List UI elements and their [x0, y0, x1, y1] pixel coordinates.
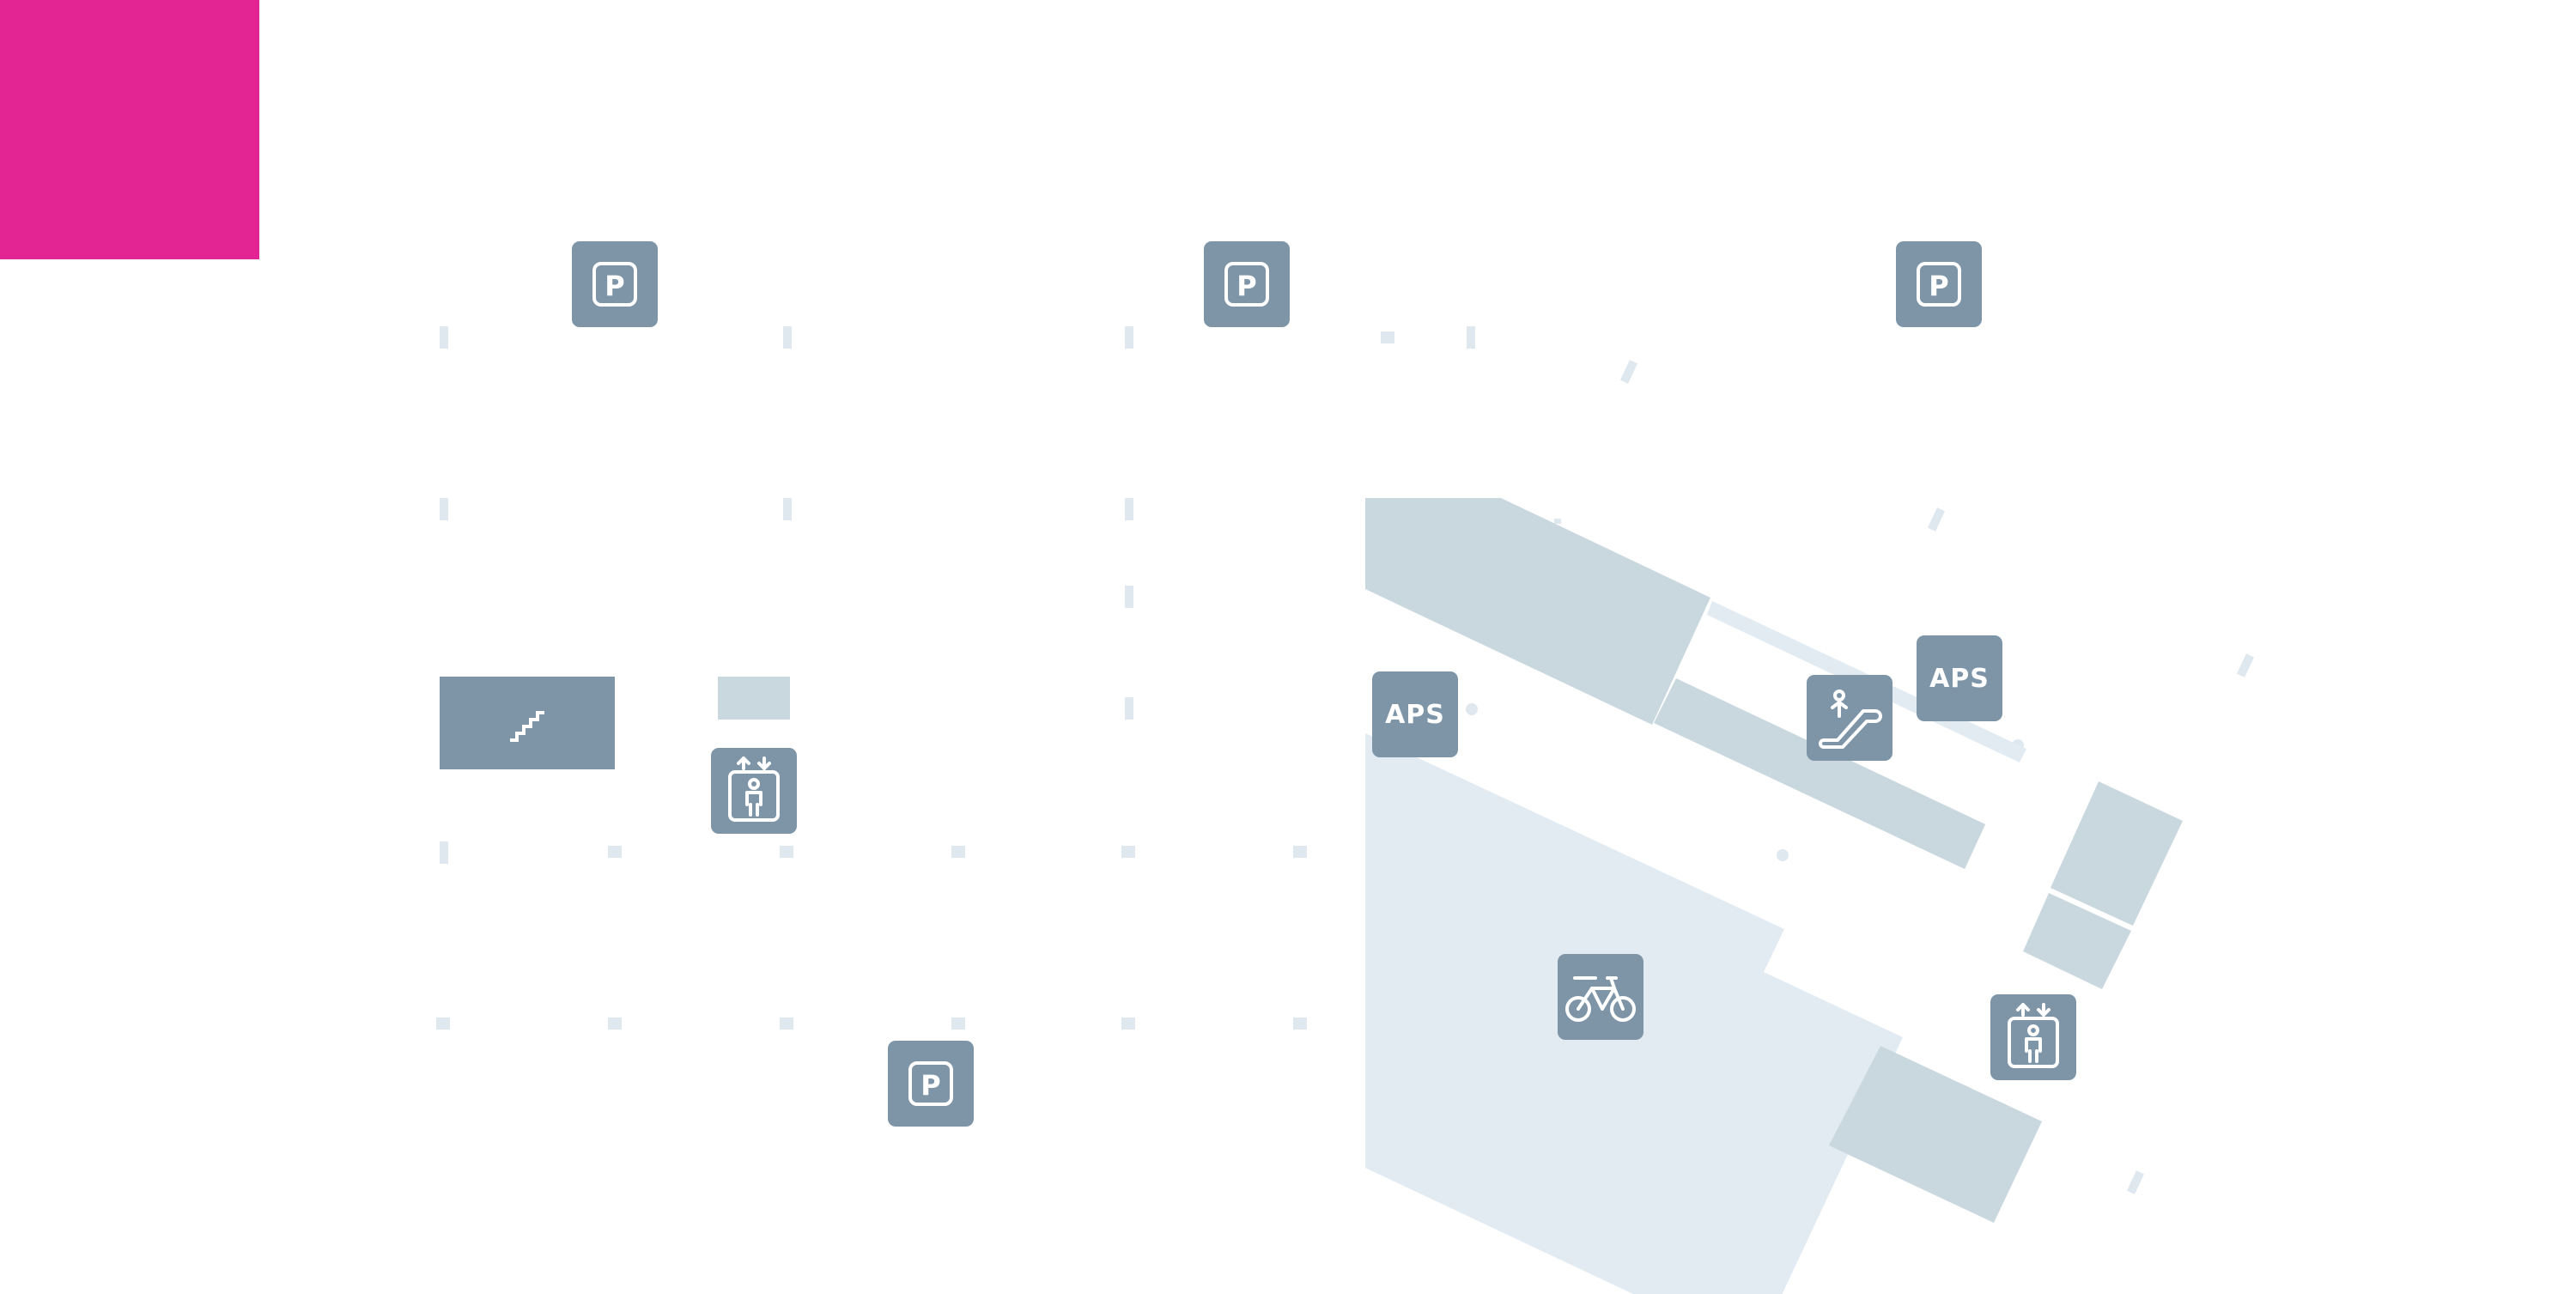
guide-dash — [1293, 1018, 1307, 1030]
parking-guides — [436, 326, 2255, 1194]
guide-dot — [1466, 703, 1478, 715]
guide-dash — [1121, 846, 1135, 858]
guide-dash — [440, 498, 448, 520]
area-bottom-right-block — [1829, 1046, 2042, 1223]
parking-label: P — [1236, 270, 1256, 302]
parking-icon: P — [592, 262, 637, 307]
guide-dash — [951, 846, 965, 858]
elevator-icon — [2008, 1003, 2059, 1068]
aps-label: APS — [1385, 699, 1445, 730]
guide-dash — [1125, 697, 1133, 720]
guide-dash — [440, 841, 448, 864]
elevator-marker[interactable] — [1990, 994, 2076, 1080]
aps-marker[interactable]: APS — [1917, 635, 2002, 721]
parking-icon: P — [1224, 262, 1269, 307]
guide-dash — [1125, 586, 1133, 608]
elevator-marker[interactable] — [711, 748, 797, 834]
parking-marker[interactable]: P — [572, 241, 658, 327]
parking-label: P — [1929, 270, 1948, 302]
bicycle-icon — [1565, 976, 1636, 1022]
guide-dash — [2126, 1170, 2145, 1194]
escalator-icon — [1819, 690, 1882, 749]
guide-dash — [436, 1018, 450, 1030]
guide-dot — [1777, 849, 1789, 861]
stairs-area — [440, 677, 615, 769]
parking-marker[interactable]: P — [888, 1041, 974, 1127]
escalator-marker[interactable] — [1807, 675, 1893, 761]
parking-marker[interactable]: P — [1896, 241, 1982, 327]
guide-dash — [1927, 507, 1946, 532]
parking-label: P — [605, 270, 624, 302]
elevator-icon — [728, 756, 780, 822]
guide-dash — [1619, 360, 1638, 384]
parking-icon: P — [908, 1061, 953, 1106]
guide-dash — [608, 846, 622, 858]
area-right-block-bottom — [2023, 893, 2131, 989]
stairs-marker[interactable] — [505, 702, 548, 745]
guide-dash — [1125, 498, 1133, 520]
guide-dash — [1293, 846, 1307, 858]
bicycle-marker[interactable] — [1558, 954, 1643, 1040]
guide-dash — [1554, 519, 1561, 524]
elevator-area — [718, 677, 790, 720]
guide-dash — [608, 1018, 622, 1030]
parking-label: P — [920, 1069, 940, 1102]
guide-dash — [783, 498, 792, 520]
guide-dash — [440, 326, 448, 349]
guide-dash — [780, 846, 793, 858]
area-middle-block-2 — [1808, 747, 1985, 869]
aps-marker[interactable]: APS — [1372, 671, 1458, 757]
guide-dash — [1467, 326, 1475, 349]
guide-dash — [951, 1018, 965, 1030]
guide-dash — [1125, 326, 1133, 349]
guide-dash — [1121, 1018, 1135, 1030]
stairs-icon — [510, 711, 544, 742]
guide-dash — [1381, 331, 1394, 343]
brand-block — [0, 0, 259, 259]
parking-icon: P — [1917, 262, 1961, 307]
guide-dash — [783, 326, 792, 349]
guide-dash — [2236, 653, 2255, 677]
aps-label: APS — [1929, 663, 1990, 694]
guide-dash — [780, 1018, 793, 1030]
area-upper-block — [1365, 498, 1710, 725]
area-right-block-top — [2050, 781, 2183, 926]
parking-marker[interactable]: P — [1204, 241, 1290, 327]
building-areas — [440, 498, 2183, 1294]
